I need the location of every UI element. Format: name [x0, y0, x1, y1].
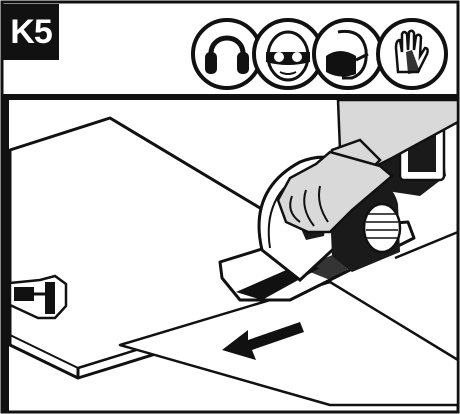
ear-protection-icon [191, 18, 263, 90]
gloves-icon [376, 18, 448, 90]
gloved-hand-front [276, 150, 394, 234]
step-label: K5 [3, 4, 59, 60]
feed-direction-arrow [222, 322, 304, 360]
eye-protection-icon [252, 18, 324, 90]
left-edge-bar [2, 97, 9, 412]
dust-mask-icon [312, 18, 384, 90]
clamp-icon [8, 274, 68, 320]
